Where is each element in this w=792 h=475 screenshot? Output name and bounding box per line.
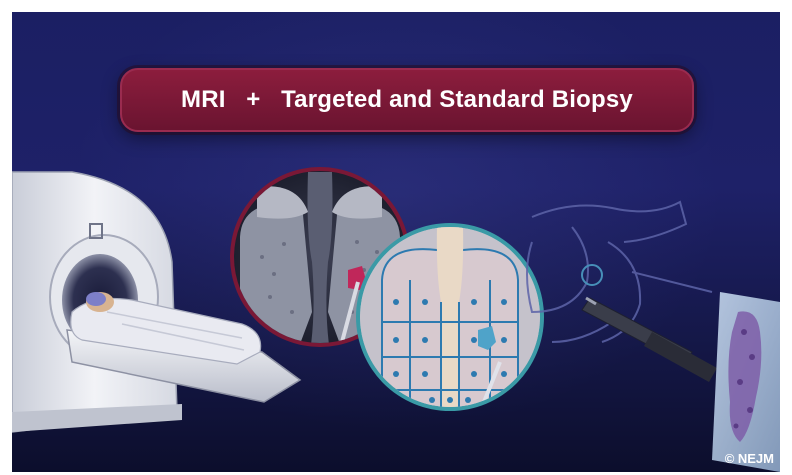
ultrasound-probe-icon [582, 298, 717, 382]
copyright-credit: © NEJM [725, 451, 774, 466]
biopsy-grid-view-icon [356, 223, 544, 412]
illustration-frame: MRI + Targeted and Standard Biopsy [12, 12, 780, 472]
tissue-sample-slide-icon [712, 292, 780, 472]
illustration-canvas [12, 12, 780, 472]
